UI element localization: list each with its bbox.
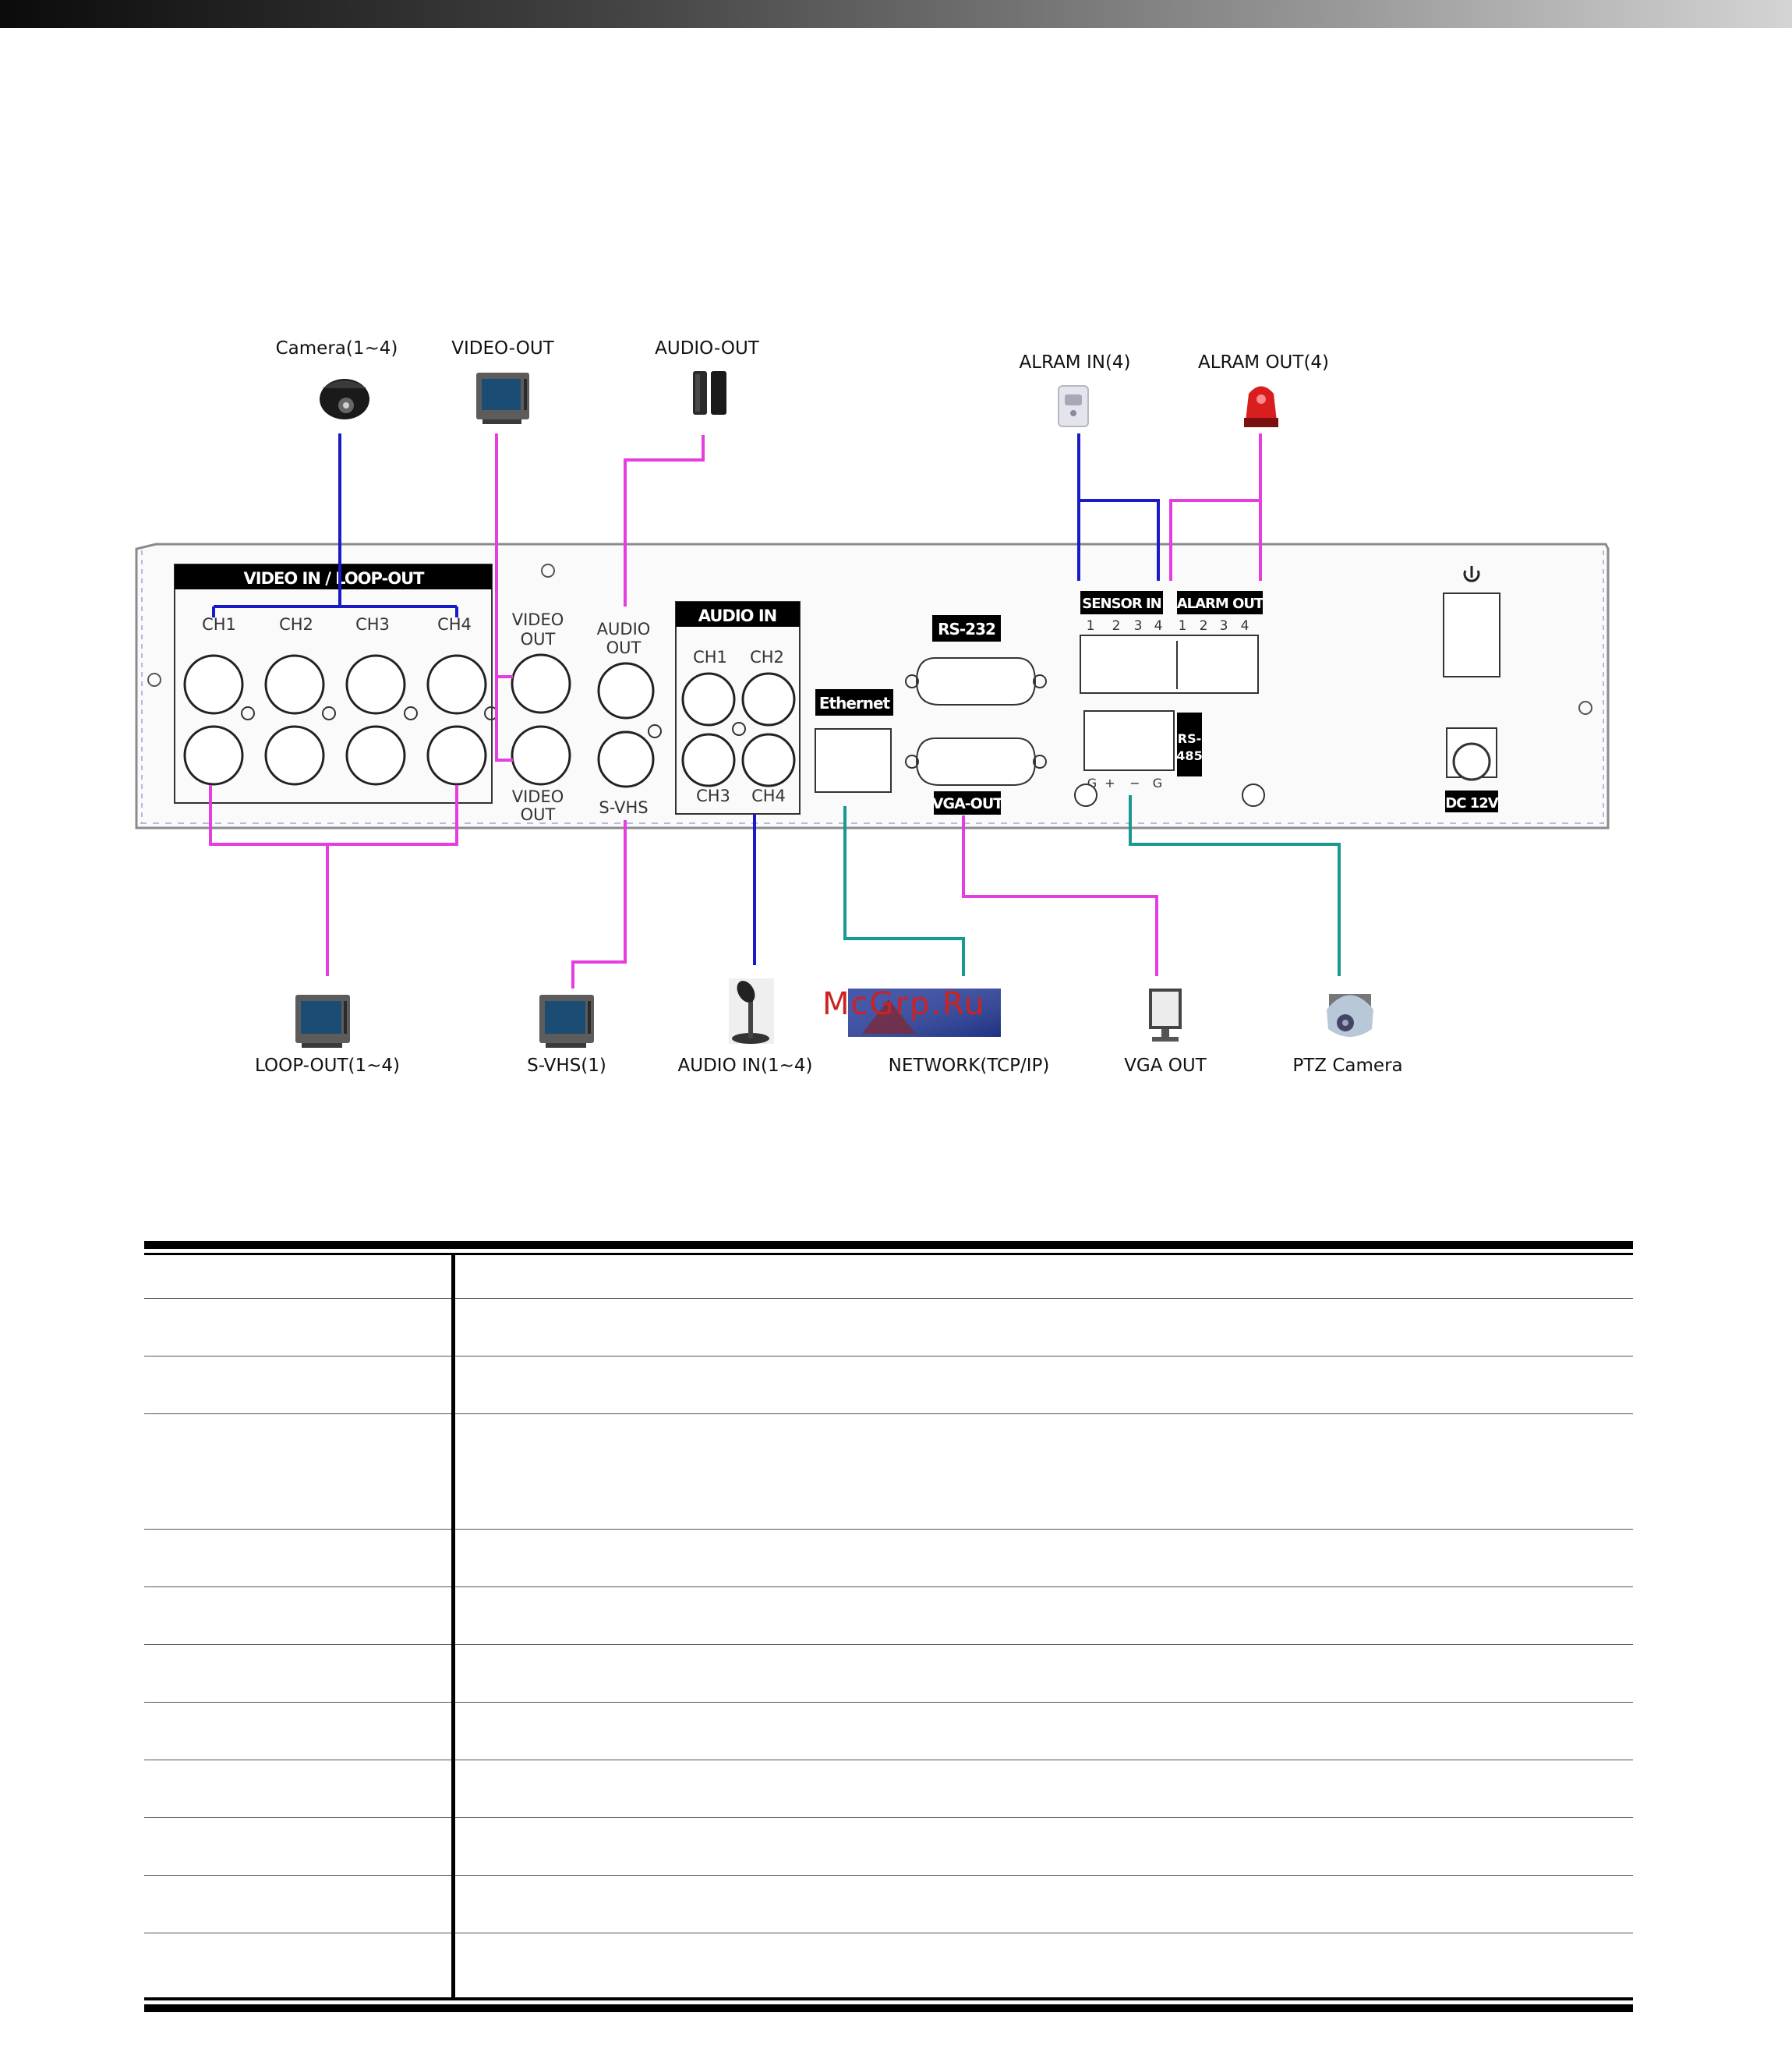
table-top-rule-thin bbox=[144, 1253, 1633, 1255]
table-row bbox=[144, 1255, 1633, 1299]
alarm-out-panel-label: ALARM OUT bbox=[1177, 596, 1264, 612]
spec-table bbox=[144, 1241, 1633, 2048]
video-ch2-label: CH2 bbox=[279, 615, 313, 634]
loop-out-label: LOOP-OUT(1~4) bbox=[255, 1056, 400, 1076]
dome-camera-icon bbox=[316, 368, 373, 426]
microphone-icon bbox=[729, 978, 774, 1044]
alarm-num-2: 2 bbox=[1200, 618, 1208, 634]
alarm-out-label: ALRAM OUT(4) bbox=[1198, 352, 1329, 373]
connection-lines bbox=[209, 433, 1341, 989]
watermark: McGrp.Ru bbox=[822, 986, 986, 1022]
vga-out-panel-label: VGA-OUT bbox=[932, 795, 1003, 812]
power-block: DC 12V bbox=[1443, 566, 1500, 812]
video-out-lower-line1: VIDEO bbox=[512, 787, 564, 806]
table-row bbox=[144, 1876, 1633, 1933]
sensor-num-1: 1 bbox=[1087, 618, 1095, 634]
audio-out-line1: AUDIO bbox=[597, 620, 651, 638]
audio-out-svhs-connectors: AUDIO OUT S-VHS bbox=[597, 620, 662, 817]
rs485-block: RS- 485 G + − G bbox=[1074, 710, 1265, 807]
rs485-pin-g2: G bbox=[1153, 776, 1162, 791]
lcd-monitor-icon bbox=[1149, 989, 1182, 1042]
audio-in-label: AUDIO IN(1~4) bbox=[678, 1056, 813, 1076]
video-ch3-label: CH3 bbox=[355, 615, 390, 634]
ethernet-label: Ethernet bbox=[819, 694, 891, 713]
video-ch4-label: CH4 bbox=[437, 615, 472, 634]
rs485-pin-plus: + bbox=[1105, 776, 1115, 791]
rs485-pin-minus: − bbox=[1129, 776, 1140, 791]
table-row bbox=[144, 1299, 1633, 1356]
speaker-icon bbox=[693, 371, 726, 415]
audio-in-block: AUDIO IN CH1 CH2 CH3 CH4 bbox=[675, 601, 801, 815]
alarm-num-4: 4 bbox=[1241, 618, 1249, 634]
audio-ch2-label: CH2 bbox=[750, 648, 784, 667]
audio-in-header: AUDIO IN bbox=[698, 607, 776, 625]
table-row bbox=[144, 1645, 1633, 1703]
table-column-divider bbox=[451, 1255, 455, 1997]
svhs-monitor-icon bbox=[539, 995, 594, 1048]
alarm-in-label: ALRAM IN(4) bbox=[1019, 352, 1130, 373]
alarm-num-1: 1 bbox=[1179, 618, 1187, 634]
audio-ch4-label: CH4 bbox=[751, 787, 786, 805]
rs485-line2: 485 bbox=[1176, 748, 1202, 763]
video-out-connectors: VIDEO OUT VIDEO OUT bbox=[511, 610, 571, 824]
ptz-camera-label: PTZ Camera bbox=[1292, 1056, 1402, 1076]
video-out-upper-line2: OUT bbox=[521, 630, 556, 649]
dc-label: DC 12V bbox=[1445, 795, 1498, 812]
video-ch1-label: CH1 bbox=[202, 615, 236, 634]
rs232-vga-ports: RS-232 VGA-OUT bbox=[905, 615, 1047, 815]
audio-ch3-label: CH3 bbox=[696, 787, 730, 805]
table-row bbox=[144, 1414, 1633, 1530]
vga-out-label: VGA OUT bbox=[1124, 1056, 1207, 1076]
connection-diagram: Camera(1~4) VIDEO-OUT AUDIO-OUT ALRAM IN… bbox=[135, 338, 1610, 1076]
network-icon bbox=[848, 989, 1001, 1037]
power-icon bbox=[1463, 566, 1480, 582]
video-out-upper-line1: VIDEO bbox=[512, 610, 564, 629]
siren-icon bbox=[1244, 386, 1278, 427]
bnc-connectors bbox=[183, 654, 487, 786]
svhs-label: S-VHS(1) bbox=[527, 1056, 606, 1076]
sensor-alarm-block: SENSOR IN ALARM OUT 1 2 3 4 1 2 3 4 bbox=[1080, 591, 1265, 694]
monitor-icon bbox=[476, 373, 529, 424]
table-row bbox=[144, 1530, 1633, 1587]
video-in-block: VIDEO IN / LOOP-OUT CH1 CH2 CH3 CH4 bbox=[174, 564, 498, 804]
video-out-label: VIDEO-OUT bbox=[451, 338, 554, 359]
rear-panel bbox=[135, 543, 1610, 829]
network-label: NETWORK(TCP/IP) bbox=[889, 1056, 1050, 1076]
rs485-line1: RS- bbox=[1178, 731, 1201, 746]
ethernet-port: Ethernet bbox=[815, 689, 893, 793]
video-out-lower-line2: OUT bbox=[521, 805, 556, 824]
table-top-rule bbox=[144, 1241, 1633, 1249]
sensor-in-label: SENSOR IN bbox=[1082, 596, 1161, 612]
svhs-panel-label: S-VHS bbox=[599, 798, 648, 817]
sensor-num-4: 4 bbox=[1154, 618, 1163, 634]
table-bottom-rule-thin bbox=[144, 1997, 1633, 2000]
table-row bbox=[144, 1587, 1633, 1645]
audio-ch1-label: CH1 bbox=[693, 648, 727, 667]
table-row bbox=[144, 1356, 1633, 1414]
rs232-label: RS-232 bbox=[938, 620, 995, 638]
table-row bbox=[144, 1818, 1633, 1876]
header-bar bbox=[0, 0, 1792, 28]
motion-sensor-icon bbox=[1058, 385, 1089, 427]
table-bottom-rule bbox=[144, 2004, 1633, 2012]
loop-out-monitor-icon bbox=[295, 995, 350, 1048]
audio-out-label: AUDIO-OUT bbox=[655, 338, 760, 359]
audio-out-line2: OUT bbox=[606, 638, 642, 657]
sensor-num-3: 3 bbox=[1134, 618, 1143, 634]
sensor-num-2: 2 bbox=[1112, 618, 1121, 634]
ptz-camera-icon bbox=[1327, 994, 1373, 1037]
table-row bbox=[144, 1703, 1633, 1760]
table-row bbox=[144, 1760, 1633, 1818]
camera-label: Camera(1~4) bbox=[276, 338, 398, 359]
video-in-header: VIDEO IN / LOOP-OUT bbox=[244, 569, 426, 588]
alarm-num-3: 3 bbox=[1220, 618, 1228, 634]
